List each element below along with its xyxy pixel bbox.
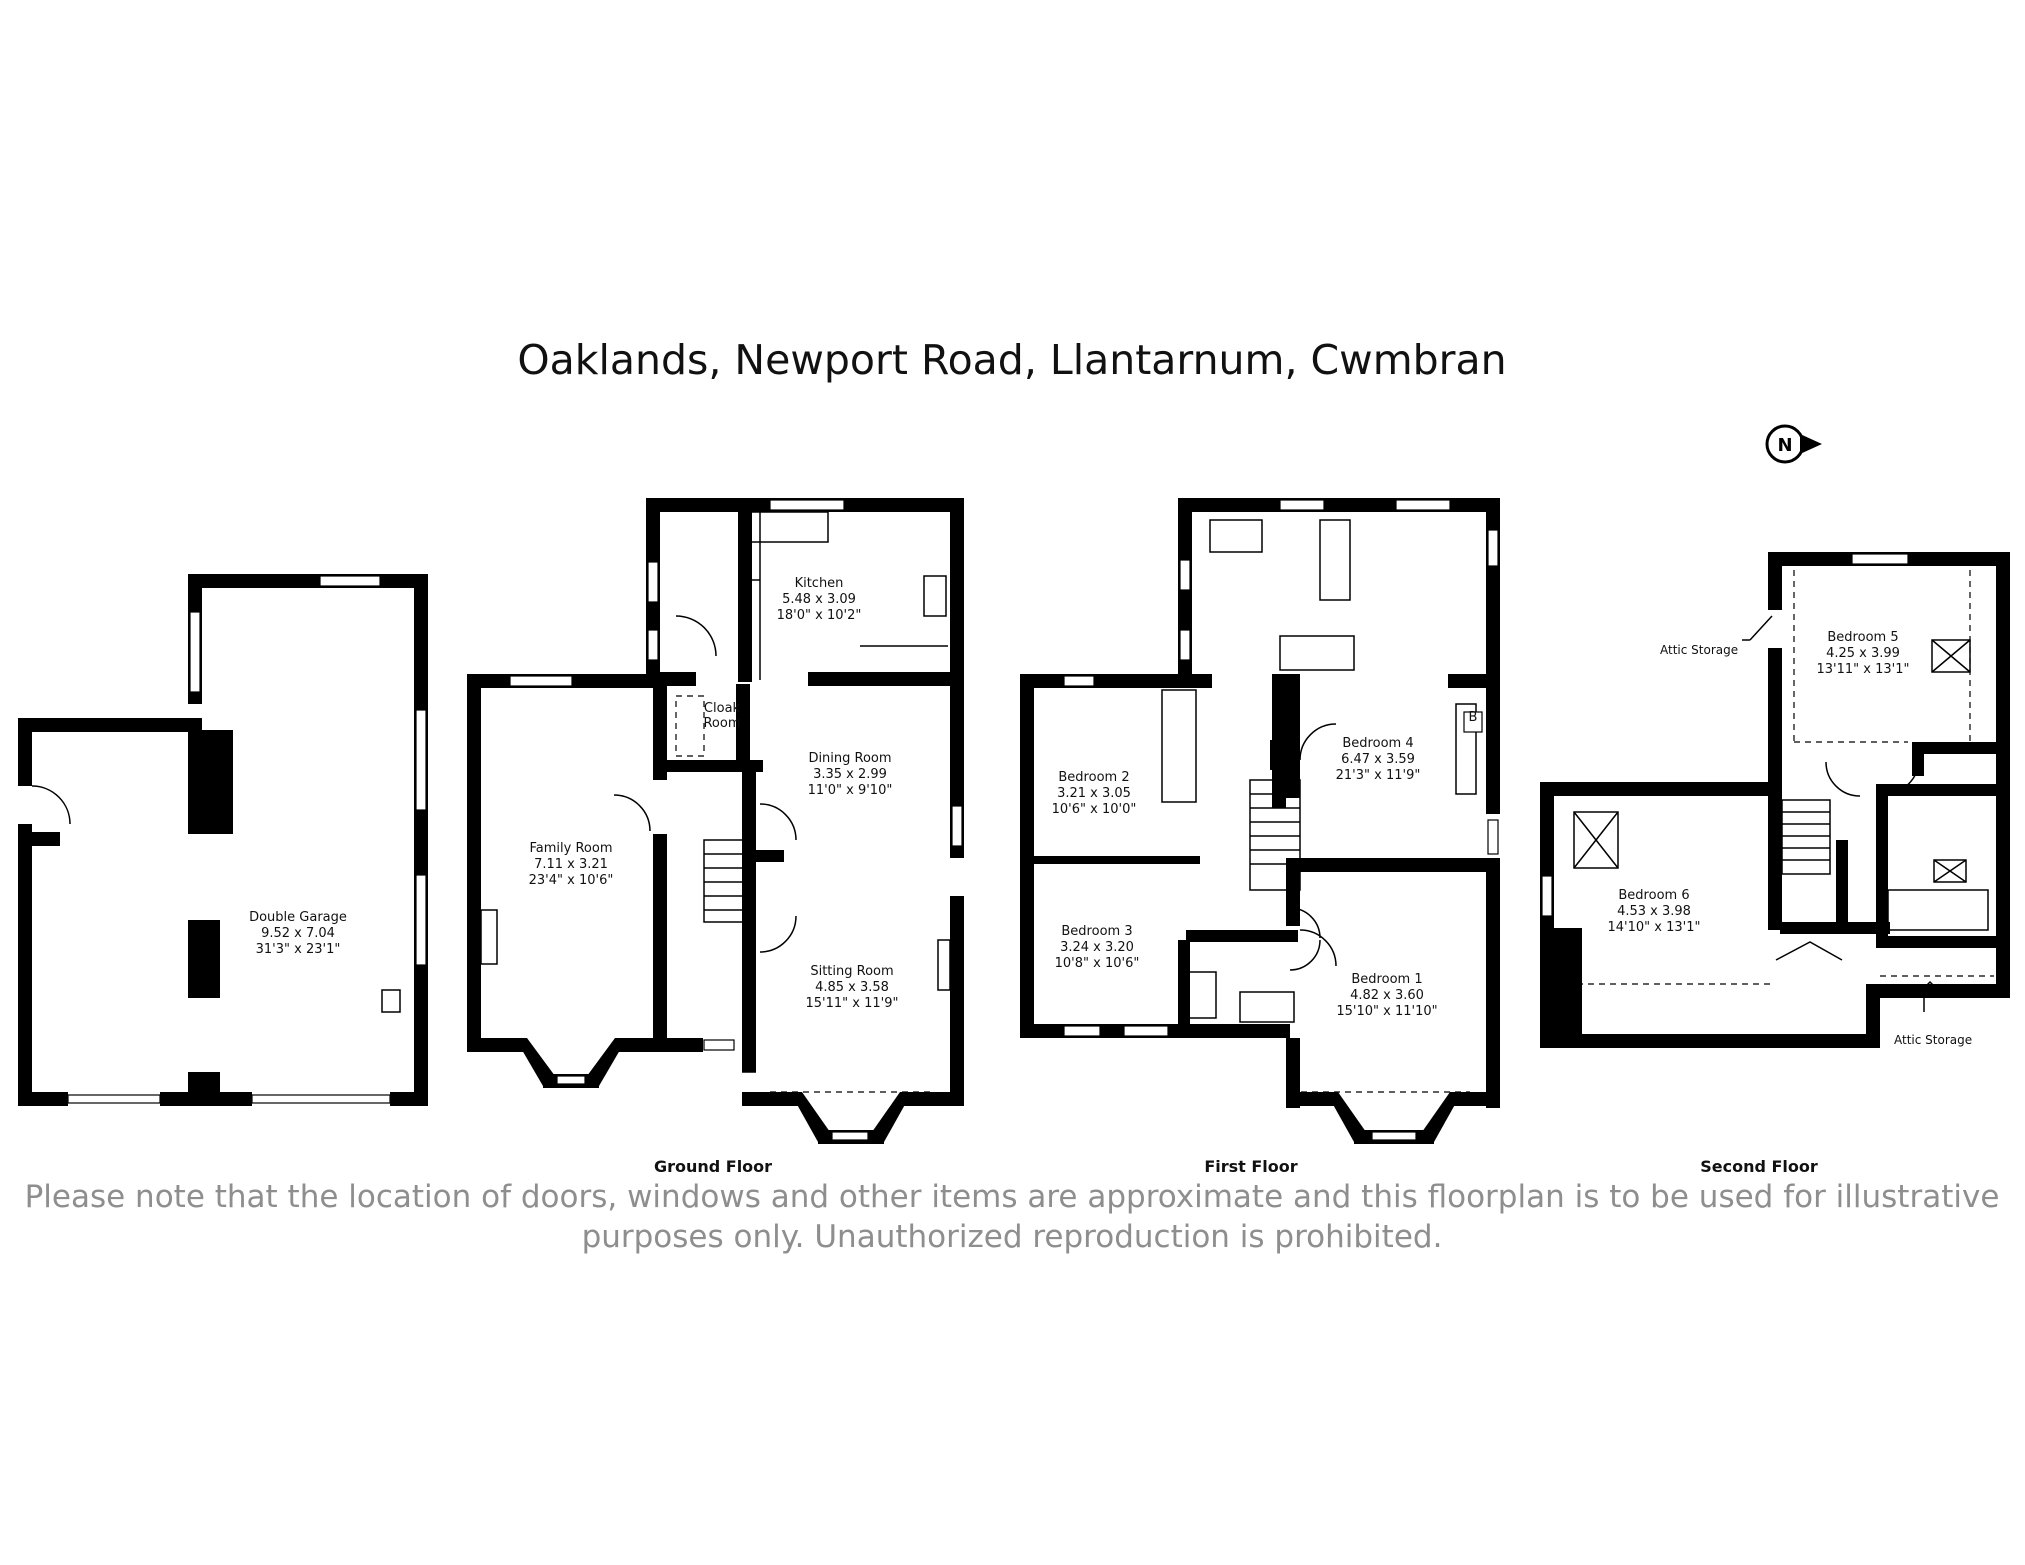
bedroom-2-metric: 3.21 x 3.05 <box>1057 786 1131 801</box>
bedroom-1-metric: 4.82 x 3.60 <box>1350 988 1424 1003</box>
bedroom-5-name: Bedroom 5 <box>1827 630 1898 645</box>
bedroom-6-name: Bedroom 6 <box>1618 888 1689 903</box>
bedroom-4-metric: 6.47 x 3.59 <box>1341 752 1415 767</box>
bedroom-2-imperial: 10'6" x 10'0" <box>1052 802 1137 817</box>
bedroom-1-imperial: 15'10" x 11'10" <box>1336 1004 1437 1019</box>
sitting-room-imperial: 15'11" x 11'9" <box>806 996 899 1011</box>
disclaimer-line-1: Please note that the location of doors, … <box>25 1179 2000 1215</box>
second-floor-plan <box>1540 552 2010 1048</box>
attic-storage-label-top: Attic Storage <box>1660 643 1738 657</box>
dining-room-name: Dining Room <box>808 751 891 766</box>
north-arrow-icon: N <box>1765 424 1822 464</box>
first-floor-plan <box>1020 498 1500 1144</box>
disclaimer-line-2: purposes only. Unauthorized reproduction… <box>582 1219 1443 1255</box>
attic-storage-label-bottom: Attic Storage <box>1894 1033 1972 1047</box>
bedroom-5-metric: 4.25 x 3.99 <box>1826 646 1900 661</box>
family-room-name: Family Room <box>530 841 613 856</box>
kitchen-name: Kitchen <box>795 576 844 591</box>
bedroom-4-imperial: 21'3" x 11'9" <box>1336 768 1421 783</box>
boiler-label: B <box>1469 710 1478 725</box>
sitting-room-name: Sitting Room <box>810 964 893 979</box>
compass-label: N <box>1777 435 1792 456</box>
bedroom-3-name: Bedroom 3 <box>1061 924 1132 939</box>
kitchen-imperial: 18'0" x 10'2" <box>777 608 862 623</box>
ground-floor-plan <box>467 498 964 1144</box>
sitting-room-metric: 4.85 x 3.58 <box>815 980 889 995</box>
dining-room-metric: 3.35 x 2.99 <box>813 767 887 782</box>
bedroom-4-name: Bedroom 4 <box>1342 736 1413 751</box>
bedroom-6-imperial: 14'10" x 13'1" <box>1608 920 1701 935</box>
family-room-metric: 7.11 x 3.21 <box>534 857 608 872</box>
bedroom-1-name: Bedroom 1 <box>1351 972 1422 987</box>
bedroom-2-name: Bedroom 2 <box>1058 770 1129 785</box>
garage-name: Double Garage <box>249 910 347 925</box>
second-floor-label: Second Floor <box>1700 1157 1818 1176</box>
dining-room-imperial: 11'0" x 9'10" <box>808 783 893 798</box>
ground-floor-label: Ground Floor <box>654 1157 772 1176</box>
plan-title: Oaklands, Newport Road, Llantarnum, Cwmb… <box>517 336 1506 384</box>
bedroom-5-imperial: 13'11" x 13'1" <box>1817 662 1910 677</box>
bedroom-6-metric: 4.53 x 3.98 <box>1617 904 1691 919</box>
double-garage-plan <box>18 574 428 1106</box>
garage-metric: 9.52 x 7.04 <box>261 926 335 941</box>
bedroom-3-metric: 3.24 x 3.20 <box>1060 940 1134 955</box>
family-room-imperial: 23'4" x 10'6" <box>529 873 614 888</box>
cloak-room-name-line1: Cloak <box>704 701 741 716</box>
cloak-room-name-line2: Room <box>703 716 740 731</box>
garage-imperial: 31'3" x 23'1" <box>256 942 341 957</box>
first-floor-label: First Floor <box>1204 1157 1297 1176</box>
bedroom-3-imperial: 10'8" x 10'6" <box>1055 956 1140 971</box>
kitchen-metric: 5.48 x 3.09 <box>782 592 856 607</box>
